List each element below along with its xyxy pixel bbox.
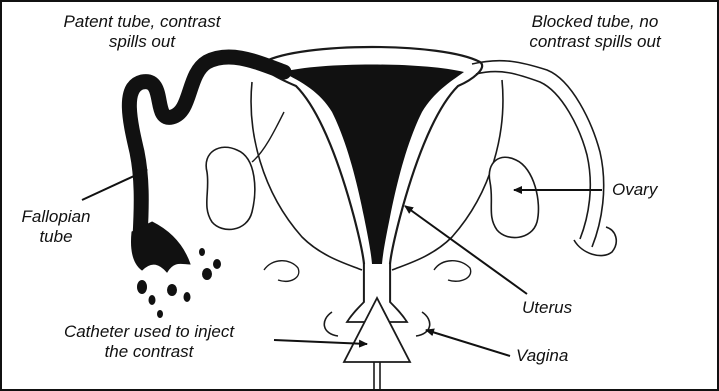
patent-tube-label-line2: spills out [32,32,252,52]
fallopian-tube-label-line2: tube [12,227,100,247]
left-lower-fold [264,261,299,282]
blocked-tube-label: Blocked tube, no contrast spills out [500,12,690,52]
blocked-tube-label-line1: Blocked tube, no [500,12,690,32]
fallopian-tube-label-line1: Fallopian [12,207,100,227]
left-ovarian-ligament [252,112,284,162]
uterus-label: Uterus [522,298,572,318]
right-fallopian-tube [472,61,616,256]
catheter-label-line2: the contrast [24,342,274,362]
right-ovary [489,157,538,237]
vagina-label: Vagina [516,346,568,366]
right-lower-fold [434,261,471,282]
catheter-label: Catheter used to inject the contrast [24,322,274,362]
left-ovary [206,147,255,229]
fallopian-tube-label: Fallopian tube [12,207,100,247]
catheter-label-line1: Catheter used to inject [24,322,274,342]
vagina-arrow [426,330,510,356]
catheter-arrow [274,340,367,344]
patent-tube-label: Patent tube, contrast spills out [32,12,252,52]
ovary-label: Ovary [612,180,657,200]
patent-tube-label-line1: Patent tube, contrast [32,12,252,32]
blocked-tube-label-line2: contrast spills out [500,32,690,52]
